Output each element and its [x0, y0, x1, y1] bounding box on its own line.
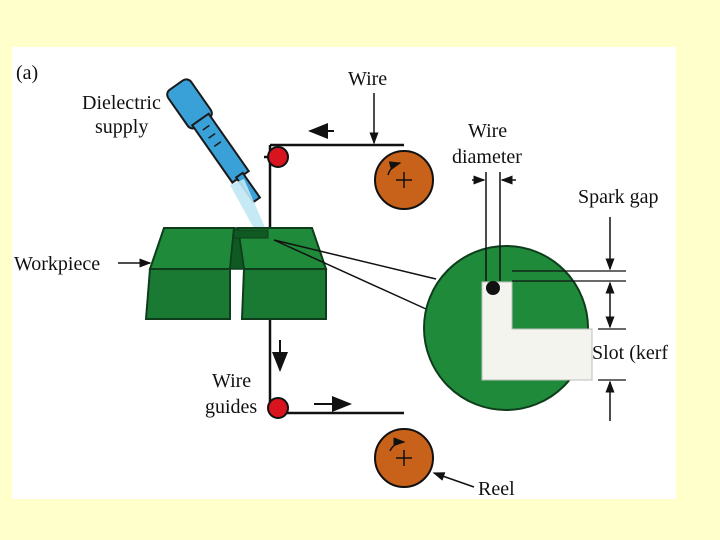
wire-guides-label-line2: guides: [205, 396, 257, 418]
reel-label-leader: [432, 472, 475, 488]
bottom-reel: [374, 428, 434, 488]
reel-label: Reel: [478, 478, 515, 499]
kerf-detail: [423, 245, 593, 411]
wire-label: Wire: [348, 68, 387, 90]
zoom-line-lower: [273, 239, 427, 310]
zoom-line-upper: [273, 239, 437, 280]
top-reel: [374, 150, 434, 210]
workpiece-label: Workpiece: [14, 253, 100, 275]
slot-kerf-label: Slot (kerf: [592, 342, 668, 364]
dielectric-label-line1: Dielectric: [82, 92, 161, 114]
dielectric-nozzle: [166, 78, 262, 204]
figure-panel: (a) Dielectric supply: [12, 47, 676, 499]
wire-diameter-label-line1: Wire: [468, 120, 507, 142]
bottom-wire-guide: [267, 397, 289, 419]
wire-edm-diagram: (a) Dielectric supply: [14, 62, 668, 499]
wire-diameter-label-line2: diameter: [452, 146, 522, 168]
spark-gap-label: Spark gap: [578, 186, 659, 208]
panel-label: (a): [16, 62, 38, 84]
top-wire-guide: [267, 146, 289, 168]
dielectric-label-line2: supply: [95, 116, 148, 138]
workpiece: [144, 227, 328, 320]
wire-guides-label-line1: Wire: [212, 370, 251, 392]
